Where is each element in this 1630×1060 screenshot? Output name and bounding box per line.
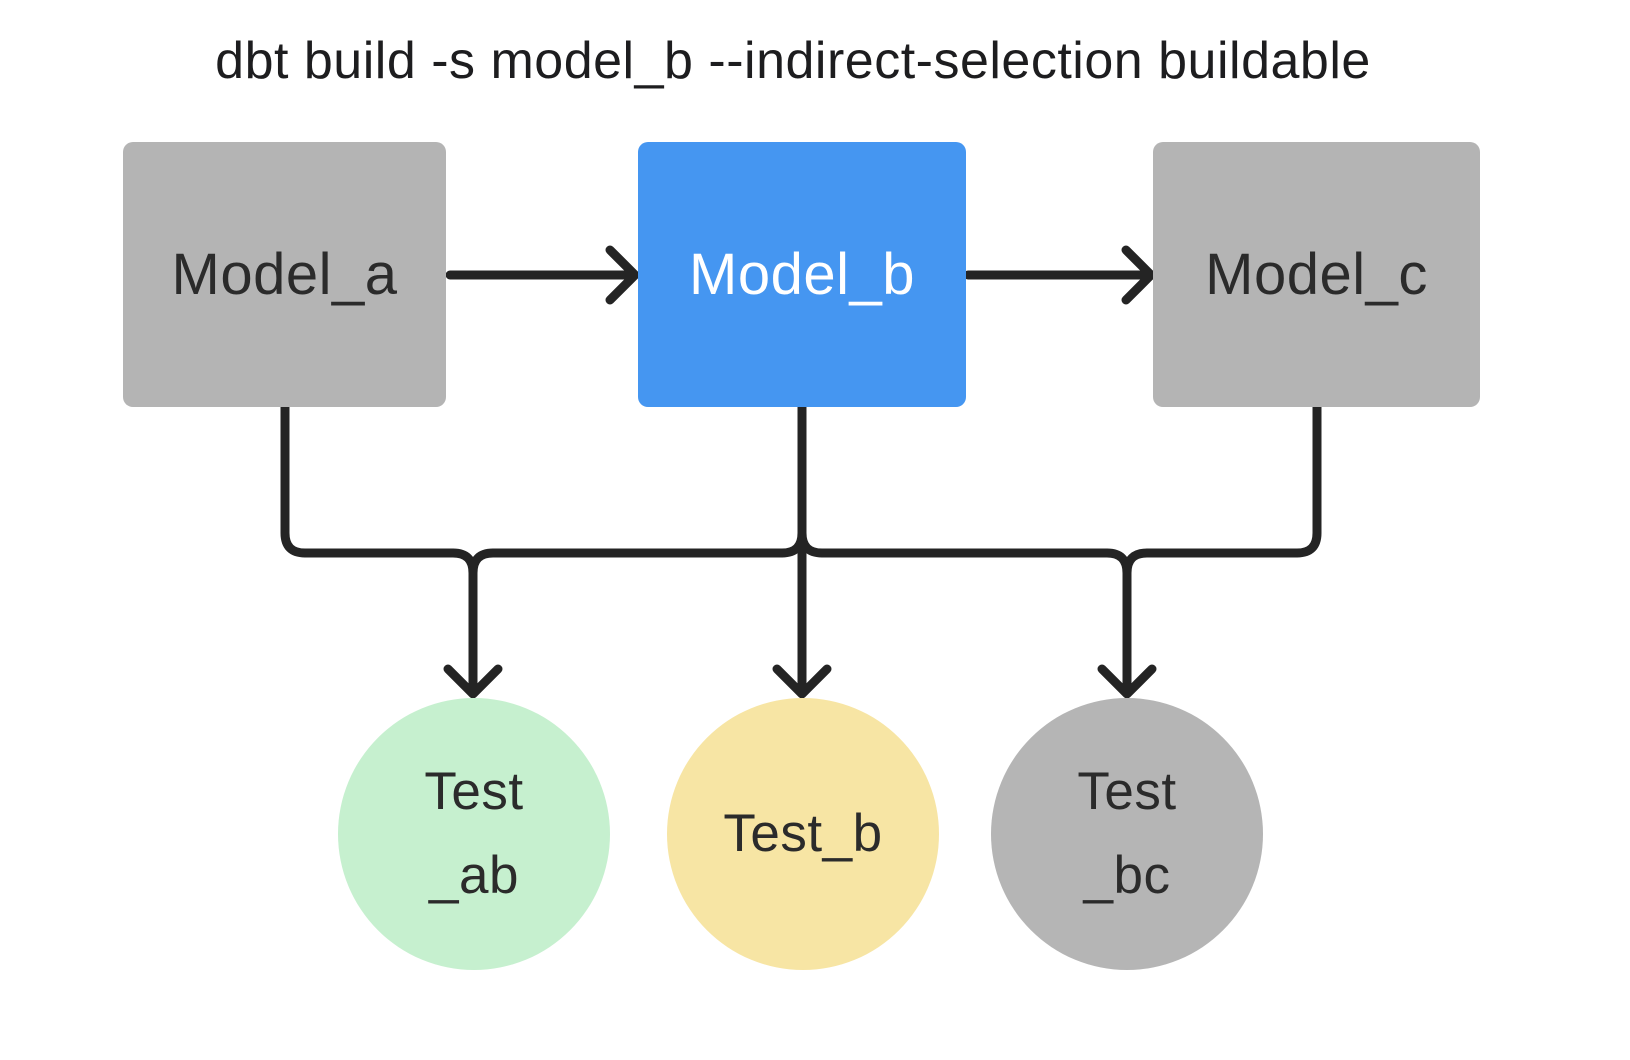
edge-trunk-model-b-drop-to-junction3 <box>797 528 1132 578</box>
test-bc-label-line2: _bc <box>1083 846 1171 905</box>
node-test-b: Test_b <box>667 698 939 970</box>
test-ab-label-line1: Test <box>424 762 524 821</box>
node-model-b-selected: Model_b <box>638 142 966 407</box>
model-c-label: Model_c <box>1205 242 1428 307</box>
edge-arrow-model-b-to-model-c <box>963 245 1156 305</box>
edge-trunk-to-model-c <box>1122 402 1322 578</box>
edge-trunk-junction1-to-model-b-drop <box>468 528 807 578</box>
test-ab-label-line2: _ab <box>429 846 519 905</box>
edge-trunk-from-model-a <box>280 402 478 578</box>
diagram-title: dbt build -s model_b --indirect-selectio… <box>215 32 1371 90</box>
edge-arrow-to-test-b <box>772 402 832 699</box>
edge-arrow-to-test-ab <box>443 565 503 699</box>
edge-group <box>280 245 1322 699</box>
node-test-bc: Test _bc <box>991 698 1263 970</box>
model-a-label: Model_a <box>171 242 398 307</box>
edge-arrow-to-test-bc <box>1097 565 1157 699</box>
node-model-a: Model_a <box>123 142 446 407</box>
edge-arrow-model-a-to-model-b <box>445 245 640 305</box>
node-test-ab: Test _ab <box>338 698 610 970</box>
node-model-c: Model_c <box>1153 142 1480 407</box>
model-b-label: Model_b <box>689 242 915 307</box>
test-bc-label-line1: Test <box>1077 762 1177 821</box>
test-b-label: Test_b <box>723 804 883 863</box>
